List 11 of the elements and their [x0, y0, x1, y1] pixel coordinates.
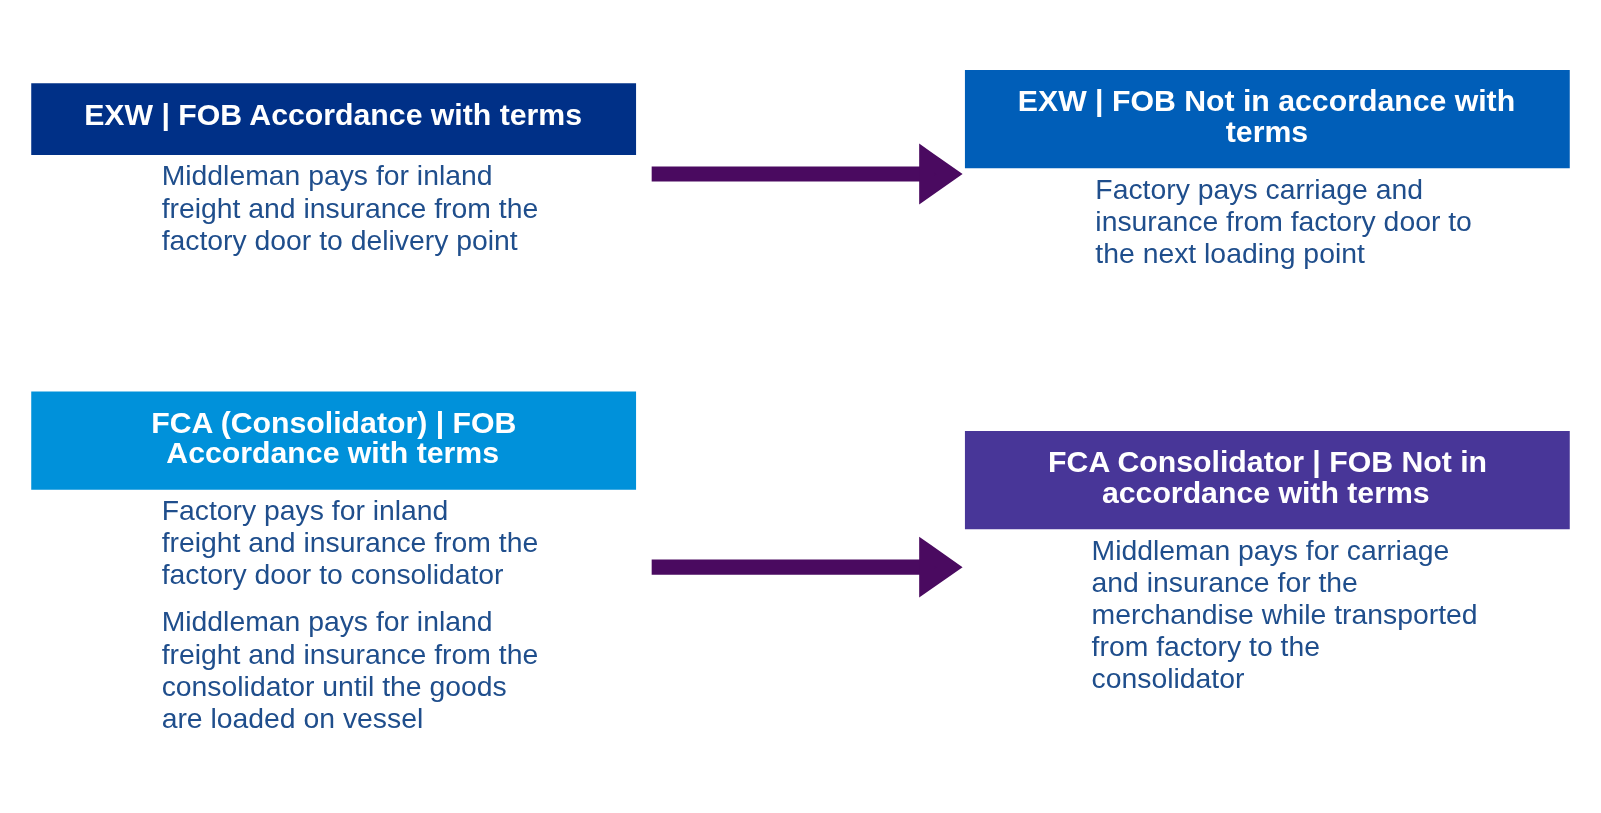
arrow [651, 143, 963, 205]
node-label: Factory pays carriage and insurance from factory door to the next loading point [1095, 172, 1472, 269]
node-label: Middleman pays for carriage and insurance for the merchandise while transported from factory to the consolidator [1091, 533, 1478, 695]
node-box: FCA Consolidator | FOB Not in accordance with terms [964, 431, 1570, 530]
node-label: Middleman pays for inland freight and insurance from the consolidator until the goods are loaded on vessel [161, 605, 539, 734]
node-label: Middleman pays for inland freight and insurance from the factory door to delivery point [161, 159, 539, 256]
arrow [651, 536, 963, 598]
node-box: EXW | FOB Accordance with terms [31, 83, 637, 156]
node-label: Factory pays for inland freight and insurance from the factory door to consolidator [161, 493, 539, 591]
node-box: EXW | FOB Not in accordance with terms [964, 70, 1570, 169]
node-box: FCA (Consolidator) | FOB Accordance with terms [31, 391, 637, 490]
